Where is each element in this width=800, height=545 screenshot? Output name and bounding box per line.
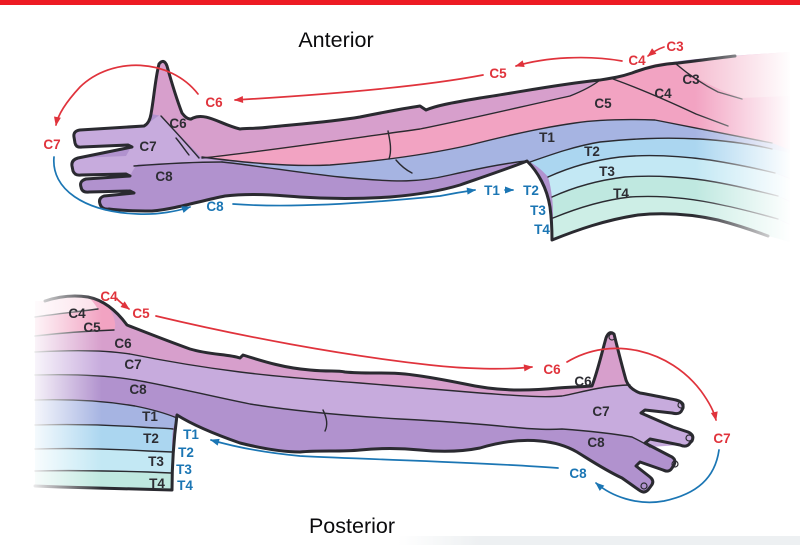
anterior-label-dark-C4: C4	[654, 86, 672, 101]
posterior-label-dark-C6: C6	[114, 336, 132, 351]
anterior-label-dark-T4: T4	[613, 186, 629, 201]
anterior-label-dark-T2: T2	[584, 144, 600, 159]
arrow-c5-to-c6	[234, 74, 484, 104]
posterior-label-dark-C6: C6	[574, 374, 592, 389]
top-accent-bar	[0, 0, 800, 5]
posterior-label-red-C4: C4	[100, 289, 118, 304]
anterior-label-dark-T1: T1	[539, 130, 555, 145]
anterior-c6-region	[151, 61, 600, 158]
arrow-c8-to-t1-post	[210, 438, 559, 469]
posterior-label-dark-C4: C4	[68, 306, 86, 321]
posterior-arm-outline	[33, 294, 695, 494]
anterior-label-blue-T4: T4	[534, 222, 550, 237]
arrow-c5-to-c6-post	[155, 315, 533, 372]
anterior-hand-c7-region	[71, 115, 222, 176]
posterior-view	[15, 283, 695, 511]
anterior-label-dark-C7: C7	[139, 139, 156, 154]
anterior-view	[70, 22, 800, 257]
posterior-label-red-C5: C5	[132, 306, 150, 321]
anterior-label-blue-T1: T1	[484, 183, 500, 198]
posterior-label-dark-C7: C7	[124, 357, 141, 372]
anterior-label-dark-T3: T3	[599, 164, 615, 179]
anterior-title: Anterior	[298, 28, 373, 52]
arrow-c6-to-c7-post	[566, 347, 718, 421]
posterior-label-dark-C5: C5	[83, 320, 101, 335]
posterior-label-dark-C8: C8	[587, 435, 605, 450]
posterior-label-blue-T4: T4	[177, 478, 193, 493]
arrow-c3-to-c4	[647, 46, 665, 57]
posterior-c7-region	[35, 296, 693, 447]
arrow-c6-to-c7	[53, 64, 199, 126]
arrow-c8-to-t1	[232, 187, 476, 207]
posterior-label-blue-T2: T2	[178, 445, 194, 460]
anterior-label-blue-T3: T3	[530, 203, 546, 218]
anterior-label-red-C6: C6	[205, 95, 223, 110]
arrow-c7-to-c8-post	[595, 449, 720, 504]
anterior-label-blue-C8: C8	[206, 199, 224, 214]
arrow-c4-to-c5-post	[116, 298, 130, 310]
posterior-nerve-arrows	[116, 298, 720, 504]
posterior-label-dark-C7: C7	[592, 404, 609, 419]
posterior-label-dark-C8: C8	[129, 382, 147, 397]
posterior-label-red-C7: C7	[713, 431, 730, 446]
posterior-label-blue-T3: T3	[176, 462, 192, 477]
posterior-labels: C4C5C6C7C8T1T2T3T4C6C7C8C4C5C6C7T1T2T3T4…	[68, 289, 730, 493]
posterior-title: Posterior	[309, 514, 395, 538]
anterior-label-dark-C8: C8	[155, 169, 173, 184]
posterior-label-dark-T1: T1	[142, 409, 158, 424]
anterior-label-dark-C5: C5	[594, 96, 612, 111]
arrow-c4-to-c5	[515, 56, 623, 68]
posterior-label-blue-T1: T1	[183, 427, 199, 442]
posterior-label-dark-T3: T3	[148, 454, 164, 469]
posterior-label-blue-C8: C8	[569, 466, 587, 481]
posterior-label-dark-T2: T2	[143, 431, 159, 446]
posterior-label-red-C6: C6	[543, 362, 561, 377]
anterior-label-red-C4: C4	[628, 53, 646, 68]
anterior-t1-region	[218, 119, 790, 181]
anterior-arm-outline	[70, 54, 770, 242]
posterior-left-fade	[15, 283, 110, 511]
anterior-label-red-C5: C5	[489, 66, 507, 81]
anterior-right-fade	[650, 22, 800, 257]
bottom-edge-strip	[398, 536, 800, 545]
anterior-label-dark-C3: C3	[682, 72, 700, 87]
posterior-label-dark-T4: T4	[149, 476, 165, 491]
anterior-label-blue-T2: T2	[523, 183, 539, 198]
anterior-label-red-C3: C3	[666, 39, 684, 54]
anterior-label-dark-C6: C6	[169, 116, 187, 131]
anterior-label-red-C7: C7	[43, 137, 60, 152]
anterior-nerve-arrows	[53, 46, 665, 216]
arrow-c7-to-c8	[53, 156, 191, 216]
anterior-c5-region	[202, 52, 790, 166]
